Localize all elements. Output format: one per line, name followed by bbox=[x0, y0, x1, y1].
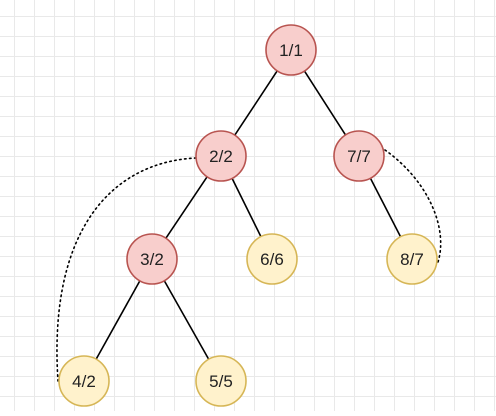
node-circle bbox=[126, 233, 178, 285]
tree-node-n1[interactable]: 1/1 bbox=[265, 24, 317, 76]
node-label: 6/6 bbox=[260, 250, 284, 269]
node-label: 1/1 bbox=[279, 41, 303, 60]
edge-n3-n5 bbox=[163, 280, 210, 360]
edges-layer bbox=[56, 70, 442, 382]
tree-node-n2[interactable]: 2/2 bbox=[195, 130, 247, 182]
node-circle bbox=[386, 233, 438, 285]
edge-n1-n7 bbox=[303, 70, 347, 136]
tree-node-n5[interactable]: 5/5 bbox=[195, 355, 247, 407]
dotted-edge-n7-n8 bbox=[384, 149, 442, 263]
node-label: 5/5 bbox=[209, 372, 233, 391]
node-circle bbox=[265, 24, 317, 76]
edge-n2-n3 bbox=[165, 176, 208, 239]
tree-node-n8[interactable]: 8/7 bbox=[386, 233, 438, 285]
tree-node-n6[interactable]: 6/6 bbox=[246, 233, 298, 285]
edge-n1-n2 bbox=[234, 70, 278, 136]
node-circle bbox=[195, 130, 247, 182]
node-circle bbox=[58, 355, 110, 407]
tree-node-n7[interactable]: 7/7 bbox=[333, 130, 385, 182]
node-label: 7/7 bbox=[347, 147, 371, 166]
edge-n7-n8 bbox=[369, 177, 402, 238]
edge-n3-n4 bbox=[95, 280, 141, 360]
node-circle bbox=[333, 130, 385, 182]
node-circle bbox=[195, 355, 247, 407]
node-label: 4/2 bbox=[72, 372, 96, 391]
node-label: 8/7 bbox=[400, 250, 424, 269]
node-label: 2/2 bbox=[209, 147, 233, 166]
tree-node-n4[interactable]: 4/2 bbox=[58, 355, 110, 407]
dotted-edge-n2-n4 bbox=[56, 157, 197, 382]
node-circle bbox=[246, 233, 298, 285]
edge-n2-n6 bbox=[231, 178, 262, 237]
nodes-layer: 1/1 2/2 7/7 3/2 6/6 8/7 4/2 5/5 bbox=[58, 24, 438, 407]
node-label: 3/2 bbox=[140, 250, 164, 269]
tree-node-n3[interactable]: 3/2 bbox=[126, 233, 178, 285]
